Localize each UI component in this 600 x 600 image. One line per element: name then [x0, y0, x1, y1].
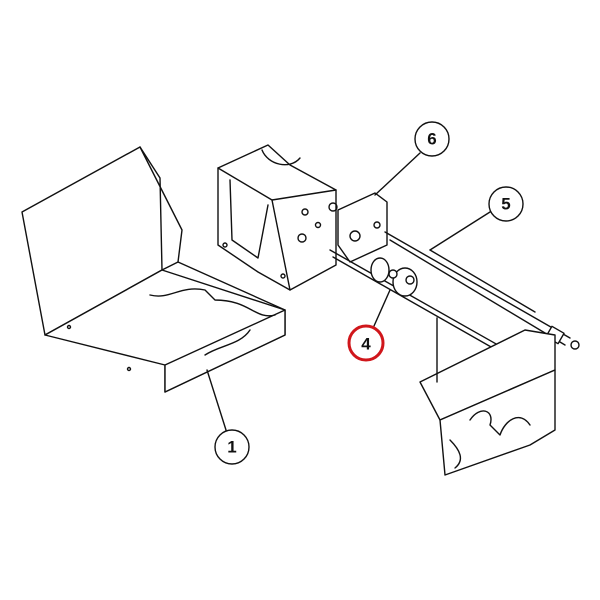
- part-1-cover: [21, 146, 286, 393]
- callout-label: 5: [501, 195, 510, 214]
- callout-6: 6: [414, 121, 450, 157]
- callout-label: 6: [427, 130, 436, 149]
- callout-label: 1: [227, 438, 236, 457]
- callout-1: 1: [214, 429, 250, 465]
- part-6-housing: [217, 144, 388, 291]
- leader-lines: [206, 152, 491, 431]
- mounting-bracket: [419, 317, 556, 476]
- callout-label: 4: [361, 335, 371, 354]
- callout-4-highlighted: 4: [347, 324, 385, 362]
- part-5-rod: [384, 231, 580, 350]
- callout-5: 5: [488, 186, 524, 222]
